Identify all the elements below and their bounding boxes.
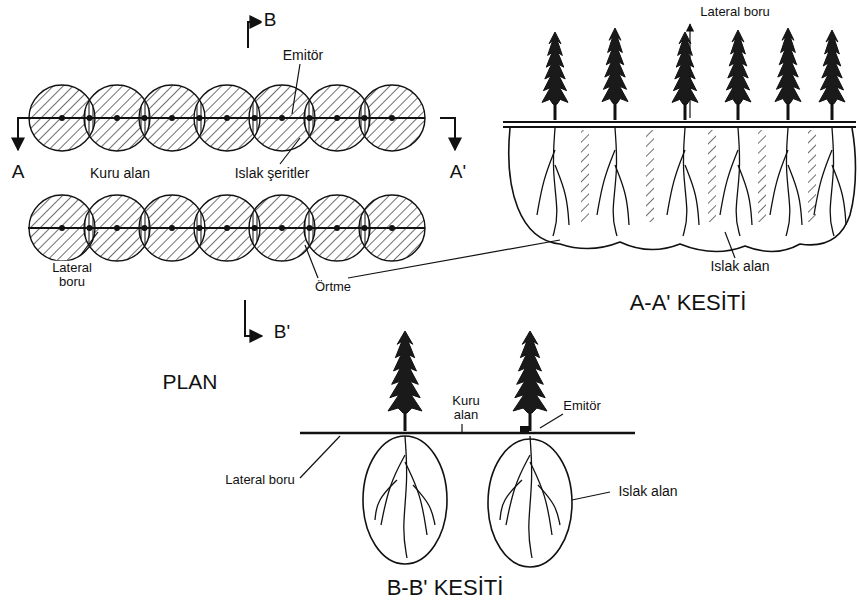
part-label: Islak şeritler bbox=[233, 166, 312, 181]
part-label: Lateral boru bbox=[40, 261, 104, 290]
section-marker: A' bbox=[448, 162, 468, 183]
part-label: Emitör bbox=[281, 48, 325, 63]
part-label: Kuru alan bbox=[442, 394, 490, 423]
part-label: Lateral boru bbox=[223, 473, 296, 487]
part-label: Emitör bbox=[561, 399, 603, 413]
part-label: Islak alan bbox=[708, 259, 771, 274]
section-marker: B' bbox=[272, 322, 292, 343]
part-label: Kuru alan bbox=[88, 166, 152, 181]
view-title: B-B' KESİTİ bbox=[385, 576, 506, 600]
part-label: Lateral boru bbox=[698, 5, 771, 19]
part-label: Islak alan bbox=[616, 484, 679, 499]
view-title: PLAN bbox=[161, 370, 220, 393]
section-marker: B bbox=[262, 10, 279, 31]
section-marker: A bbox=[10, 162, 27, 183]
view-title: A-A' KESİTİ bbox=[628, 291, 749, 315]
part-label: Örtme bbox=[313, 280, 353, 294]
